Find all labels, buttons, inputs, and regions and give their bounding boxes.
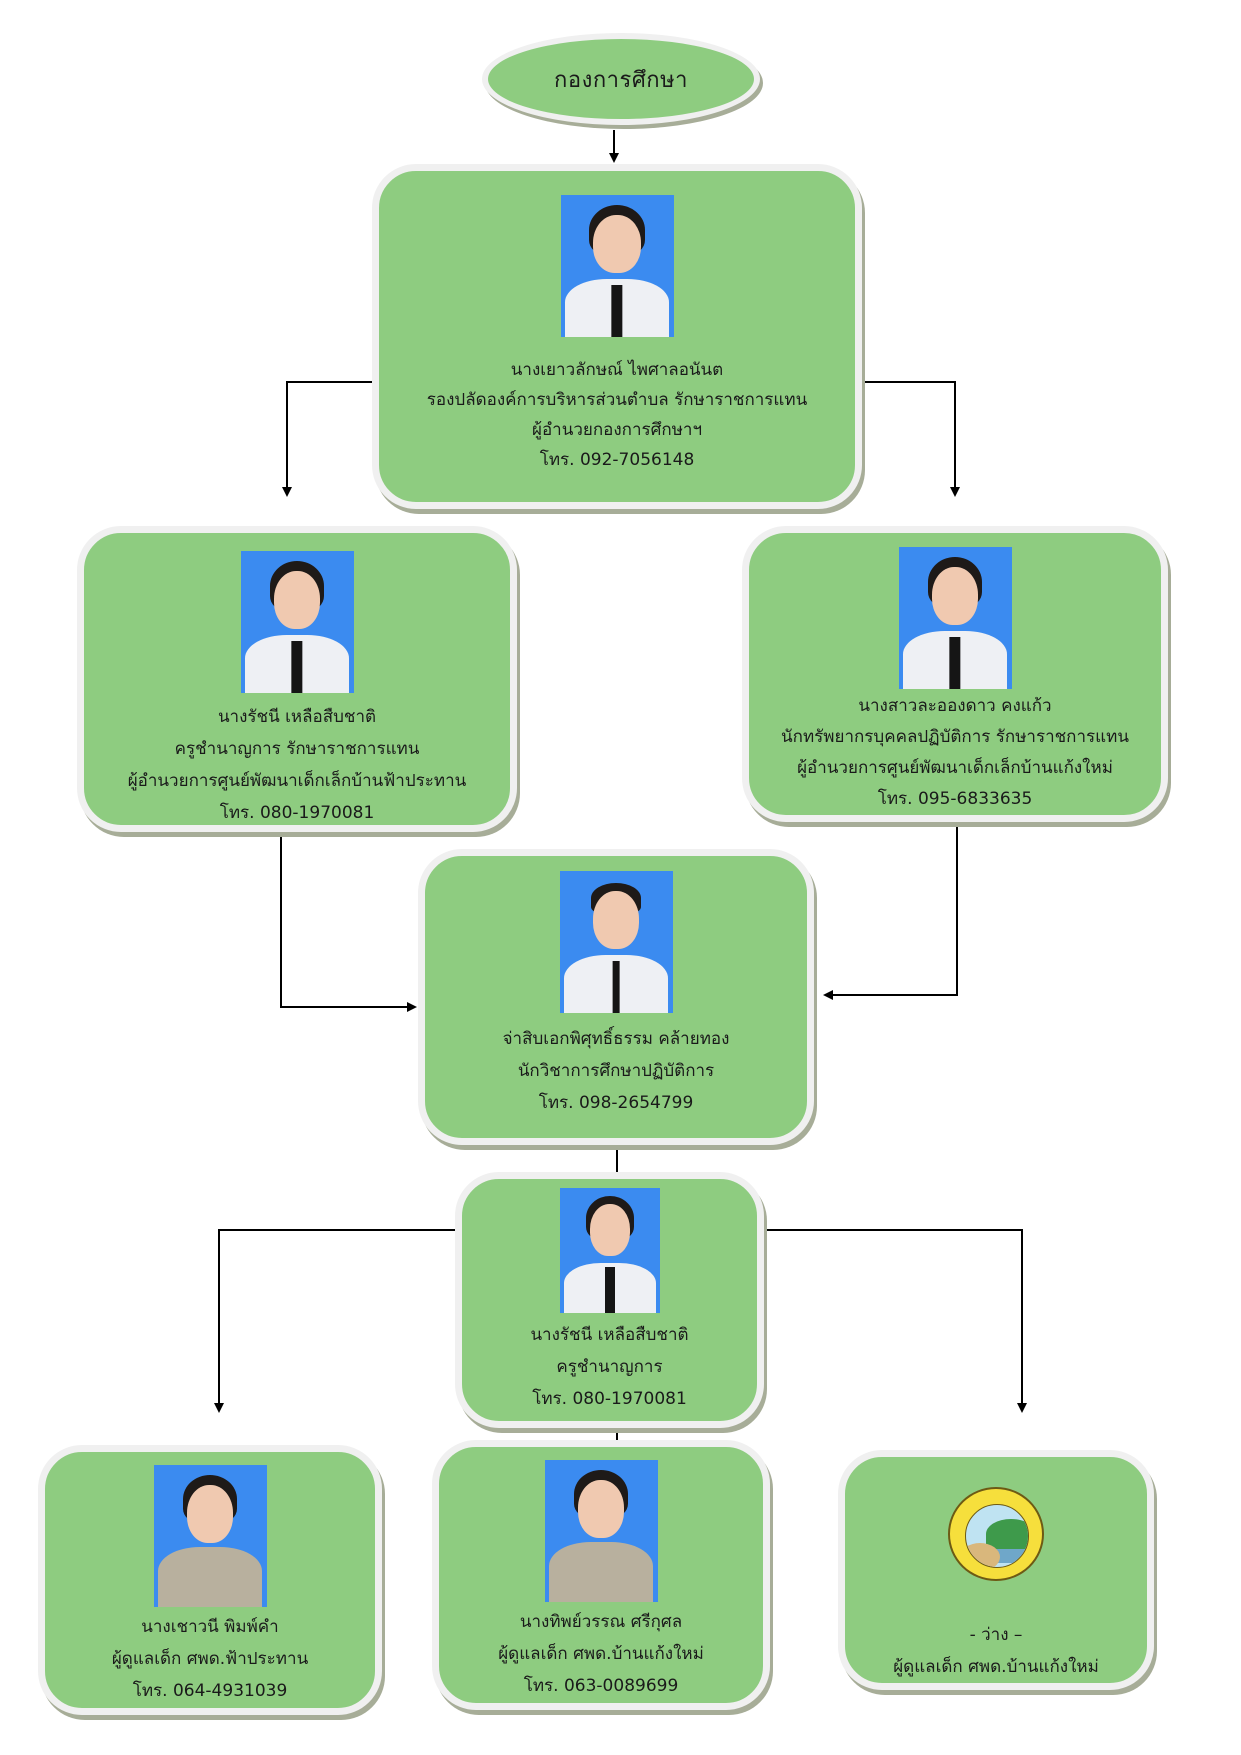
- node-teacher: นางรัชนี เหลือสืบชาติ ครูชำนาญการ โทร. 0…: [455, 1172, 764, 1428]
- right-center-head-name: นางสาวละอองดาว คงแก้ว: [858, 696, 1052, 716]
- academic-officer-name: จ่าสิบเอกพิศุทธิ์ธรรม คล้ายทอง: [502, 1029, 730, 1049]
- caregiver-vacant-label: - ว่าง –: [969, 1625, 1023, 1645]
- left-center-head-name: นางรัชนี เหลือสืบชาติ: [217, 707, 377, 727]
- director-position-2: ผู้อำนวยกองการศึกษาฯ: [532, 420, 702, 440]
- right-center-head-photo: [898, 547, 1012, 689]
- right-center-head-position-2: ผู้อำนวยการศูนย์พัฒนาเด็กเล็กบ้านแก้งใหม…: [797, 758, 1113, 778]
- director-photo: [560, 195, 674, 337]
- department-title-node: กองการศึกษา: [482, 33, 760, 125]
- connector-teacher-vacant: [764, 1229, 1027, 1413]
- node-caregiver-2: นางทิพย์วรรณ ศรีกุศล ผู้ดูแลเด็ก ศพด.บ้า…: [432, 1440, 770, 1710]
- director-position: รองปลัดองค์การบริหารส่วนตำบล รักษาราชการ…: [426, 390, 808, 410]
- caregiver-2-name: นางทิพย์วรรณ ศรีกุศล: [519, 1612, 683, 1632]
- node-right-center-head: นางสาวละอองดาว คงแก้ว นักทรัพยากรบุคคลปฏ…: [742, 526, 1168, 822]
- right-center-head-phone: โทร. 095-6833635: [877, 789, 1033, 809]
- teacher-phone: โทร. 080-1970081: [532, 1389, 687, 1409]
- academic-officer-photo: [559, 871, 673, 1013]
- left-center-head-phone: โทร. 080-1970081: [219, 803, 375, 823]
- connector-left-academic: [280, 832, 417, 1012]
- teacher-photo: [559, 1188, 660, 1313]
- left-center-head-photo: [240, 551, 354, 693]
- teacher-name: นางรัชนี เหลือสืบชาติ: [530, 1325, 689, 1345]
- director-name: นางเยาวลักษณ์ ไพศาลอนันต: [510, 360, 724, 380]
- academic-officer-phone: โทร. 098-2654799: [538, 1093, 694, 1113]
- caregiver-1-photo: [153, 1465, 267, 1607]
- connector-director-left: [282, 381, 372, 497]
- organization-emblem-icon: [948, 1487, 1044, 1581]
- left-center-head-position: ครูชำนาญการ รักษาราชการแทน: [174, 739, 420, 759]
- connector-teacher-caregiver-1: [214, 1229, 455, 1413]
- caregiver-1-name: นางเชาวนี พิมพ์คำ: [141, 1617, 279, 1637]
- node-academic-officer: จ่าสิบเอกพิศุทธิ์ธรรม คล้ายทอง นักวิชากา…: [418, 849, 814, 1145]
- caregiver-1-position: ผู้ดูแลเด็ก ศพด.ฟ้าประทาน: [111, 1649, 309, 1669]
- director-phone: โทร. 092-7056148: [539, 450, 695, 470]
- node-caregiver-1: นางเชาวนี พิมพ์คำ ผู้ดูแลเด็ก ศพด.ฟ้าประ…: [38, 1445, 382, 1715]
- academic-officer-position: นักวิชาการศึกษาปฏิบัติการ: [517, 1061, 715, 1081]
- department-title: กองการศึกษา: [554, 67, 688, 93]
- left-center-head-position-2: ผู้อำนวยการศูนย์พัฒนาเด็กเล็กบ้านฟ้าประท…: [127, 771, 467, 791]
- node-caregiver-vacant: - ว่าง – ผู้ดูแลเด็ก ศพด.บ้านแก้งใหม่: [838, 1450, 1154, 1690]
- caregiver-2-position: ผู้ดูแลเด็ก ศพด.บ้านแก้งใหม่: [498, 1644, 704, 1664]
- caregiver-2-phone: โทร. 063-0089699: [523, 1676, 679, 1696]
- caregiver-2-photo: [544, 1460, 658, 1602]
- caregiver-1-phone: โทร. 064-4931039: [132, 1681, 288, 1701]
- node-left-center-head: นางรัชนี เหลือสืบชาติ ครูชำนาญการ รักษาร…: [77, 526, 517, 832]
- node-director: นางเยาวลักษณ์ ไพศาลอนันต รองปลัดองค์การบ…: [372, 164, 862, 509]
- right-center-head-position: นักทรัพยากรบุคคลปฏิบัติการ รักษาราชการแท…: [781, 727, 1129, 747]
- connector-right-academic: [823, 820, 958, 1000]
- connector-director-right: [862, 381, 960, 497]
- teacher-position: ครูชำนาญการ: [556, 1357, 663, 1377]
- caregiver-vacant-position: ผู้ดูแลเด็ก ศพด.บ้านแก้งใหม่: [893, 1657, 1099, 1677]
